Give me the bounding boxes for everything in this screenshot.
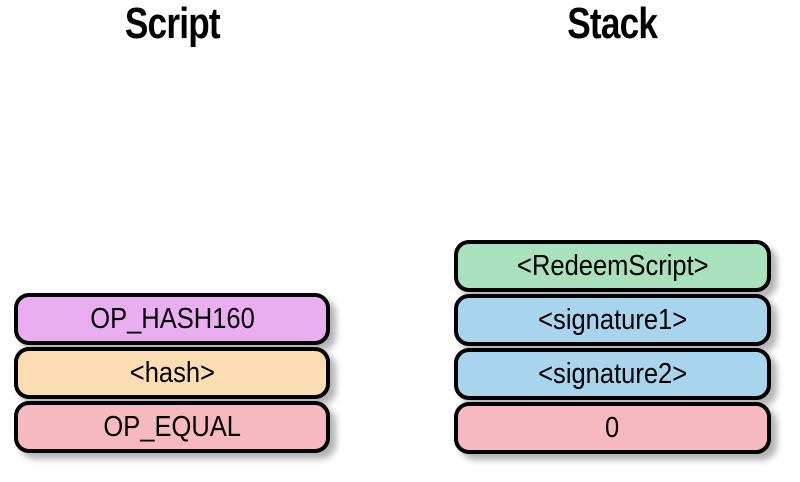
stack-box-zero-label: 0 <box>605 411 620 444</box>
stack-title-text: Stack <box>567 0 659 48</box>
stack-box-zero: 0 <box>454 402 771 454</box>
script-column-boxes: OP_HASH160 <hash> OP_EQUAL <box>14 293 330 453</box>
stack-box-signature1-label: <signature1> <box>538 303 687 336</box>
script-column-title: Script <box>14 2 330 46</box>
stack-box-signature2-label: <signature2> <box>538 357 687 390</box>
stack-box-signature2: <signature2> <box>454 348 771 400</box>
script-box-hash-label: <hash> <box>129 356 215 389</box>
script-box-op-hash160: OP_HASH160 <box>14 293 330 345</box>
script-box-hash: <hash> <box>14 347 330 399</box>
script-box-op-hash160-label: OP_HASH160 <box>89 302 255 335</box>
script-box-op-equal-label: OP_EQUAL <box>103 410 241 443</box>
stack-column-title: Stack <box>454 2 771 46</box>
stack-box-signature1: <signature1> <box>454 294 771 346</box>
stack-box-redeemscript: <RedeemScript> <box>454 240 771 292</box>
stack-box-redeemscript-label: <RedeemScript> <box>516 249 709 282</box>
stack-column-boxes: <RedeemScript> <signature1> <signature2>… <box>454 240 771 454</box>
script-box-op-equal: OP_EQUAL <box>14 401 330 453</box>
script-title-text: Script <box>124 0 221 48</box>
